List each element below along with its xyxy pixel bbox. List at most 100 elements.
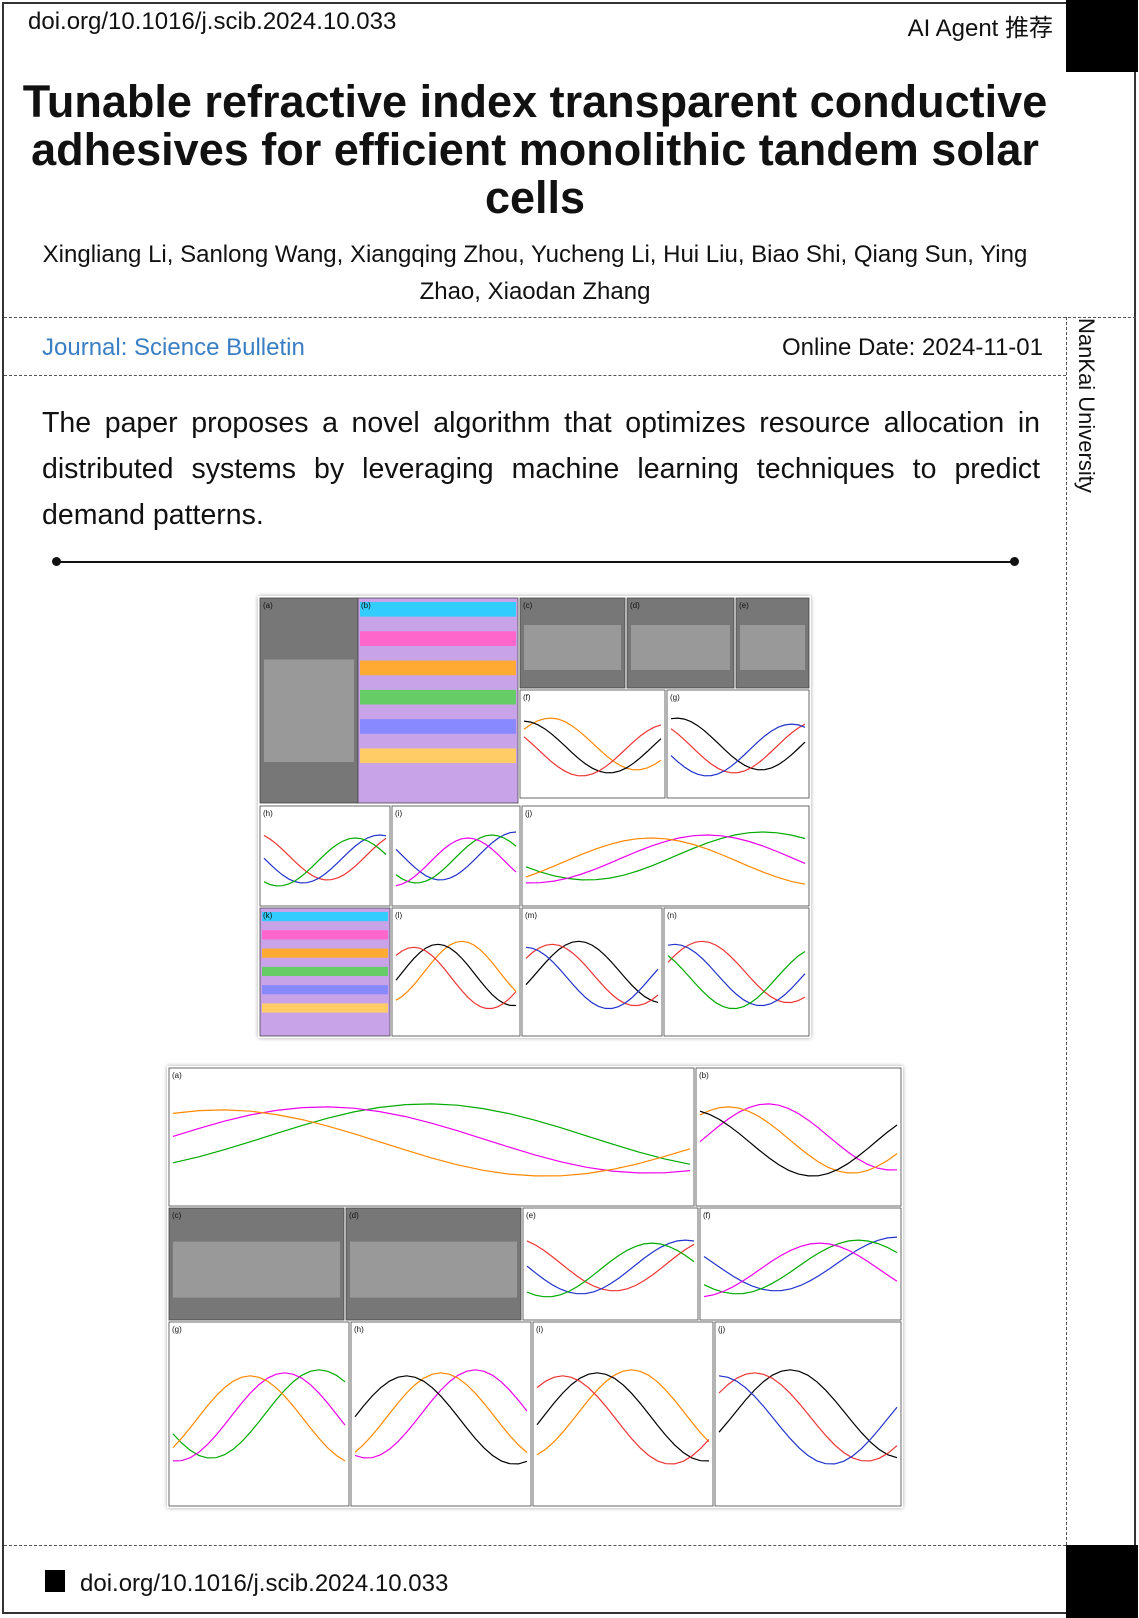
data-curve (703, 1239, 898, 1295)
panel-label: (k) (263, 911, 273, 920)
data-curve (703, 1242, 898, 1298)
panel-label: (d) (630, 601, 640, 610)
data-curve (525, 834, 806, 884)
layer-band (360, 631, 516, 646)
figure-panel (663, 907, 810, 1037)
data-curve (718, 1372, 898, 1462)
layer-band (360, 660, 516, 676)
corner-block-top (1066, 0, 1138, 72)
data-curve (395, 834, 517, 884)
panel-label: (c) (523, 601, 533, 610)
paper-authors: Xingliang Li, Sanlong Wang, Xiangqing Zh… (42, 241, 1028, 305)
layer-band (262, 912, 388, 922)
data-curve (172, 1103, 691, 1165)
figure-panel (350, 1321, 532, 1507)
micrograph-region (740, 625, 805, 670)
micrograph-region (524, 625, 621, 670)
data-curve (526, 1240, 695, 1292)
micrograph-region (173, 1241, 340, 1298)
data-curve (263, 834, 387, 884)
figure-panel (168, 1067, 695, 1207)
data-curve (263, 834, 387, 881)
panel-label: (j) (718, 1325, 725, 1334)
data-curve (525, 946, 659, 1010)
figure-1: (a)(b)(c)(d)(e)(f)(g)(h)(i)(j)(k)(l)(m)(… (258, 596, 811, 1038)
panel-label: (j) (525, 809, 532, 818)
figure-2: (a)(b)(c)(d)(e)(f)(g)(h)(i)(j) (167, 1066, 903, 1508)
data-curve (172, 1369, 346, 1459)
panel-label: (f) (703, 1211, 711, 1220)
figure-panel (519, 689, 666, 799)
data-curve (699, 1110, 898, 1177)
panel-label: (a) (172, 1071, 182, 1080)
separator-dot (1010, 557, 1019, 566)
layer-band (360, 719, 516, 734)
layer-band (262, 1003, 388, 1013)
panel-label: (i) (395, 809, 402, 818)
divider (4, 1545, 1066, 1546)
data-curve (523, 717, 662, 771)
data-curve (172, 1375, 346, 1462)
data-curve (525, 831, 806, 881)
micrograph-region (350, 1241, 517, 1298)
panel-label: (g) (670, 693, 680, 702)
panel-label: (l) (395, 911, 402, 920)
layer-band (360, 602, 516, 617)
data-curve (395, 837, 517, 887)
data-curve (667, 943, 806, 1007)
panel-label: (d) (349, 1211, 359, 1220)
divider (4, 317, 1136, 318)
online-date: Online Date: 2024-11-01 (781, 334, 1043, 361)
data-curve (670, 723, 806, 774)
footer-doi-link[interactable]: doi.org/10.1016/j.scib.2024.10.033 (80, 1570, 449, 1597)
data-curve (525, 837, 806, 885)
paper-summary: The paper proposes a novel algorithm tha… (42, 407, 1040, 531)
journal-name[interactable]: Journal: Science Bulletin (42, 334, 305, 361)
data-curve (703, 1236, 898, 1292)
data-curve (395, 940, 517, 1001)
data-curve (525, 940, 659, 1003)
panel-label: (n) (667, 911, 677, 920)
doi-link[interactable]: doi.org/10.1016/j.scib.2024.10.033 (28, 8, 397, 35)
layer-band (262, 930, 388, 940)
data-curve (525, 943, 659, 1007)
data-curve (354, 1369, 528, 1459)
ai-agent-badge: AI Agent 推荐 (907, 15, 1053, 42)
figure-panel (699, 1207, 902, 1321)
panel-label: (h) (354, 1325, 364, 1334)
separator-dot (52, 557, 61, 566)
data-curve (670, 723, 806, 777)
layer-band (262, 966, 388, 976)
data-curve (536, 1375, 710, 1465)
panel-label: (g) (172, 1325, 182, 1334)
panel-label: (e) (526, 1211, 536, 1220)
layer-band (360, 748, 516, 764)
data-curve (699, 1106, 898, 1174)
panel-label: (b) (361, 601, 371, 610)
side-divider (1066, 317, 1067, 1545)
panel-label: (e) (739, 601, 749, 610)
figure-panel (666, 689, 810, 799)
data-curve (395, 831, 517, 881)
data-curve (699, 1103, 898, 1171)
data-curve (172, 1106, 691, 1174)
layer-band (262, 985, 388, 995)
layer-band (262, 948, 388, 958)
panel-label: (m) (525, 911, 537, 920)
layer-band (360, 689, 516, 705)
data-curve (526, 1239, 695, 1295)
corner-block-bottom (1066, 1545, 1138, 1618)
figure-panel (695, 1067, 902, 1207)
data-curve (718, 1369, 898, 1459)
figure-panel (391, 907, 521, 1037)
separator-line (56, 561, 1014, 563)
data-curve (523, 720, 662, 774)
panel-label: (h) (263, 809, 273, 818)
data-curve (354, 1375, 528, 1465)
data-curve (263, 837, 387, 887)
micrograph-region (631, 625, 730, 670)
figure-panel (522, 1207, 699, 1321)
figure-panel (391, 805, 521, 907)
panel-label: (b) (699, 1071, 709, 1080)
affiliation: NanKai University (1074, 318, 1099, 493)
